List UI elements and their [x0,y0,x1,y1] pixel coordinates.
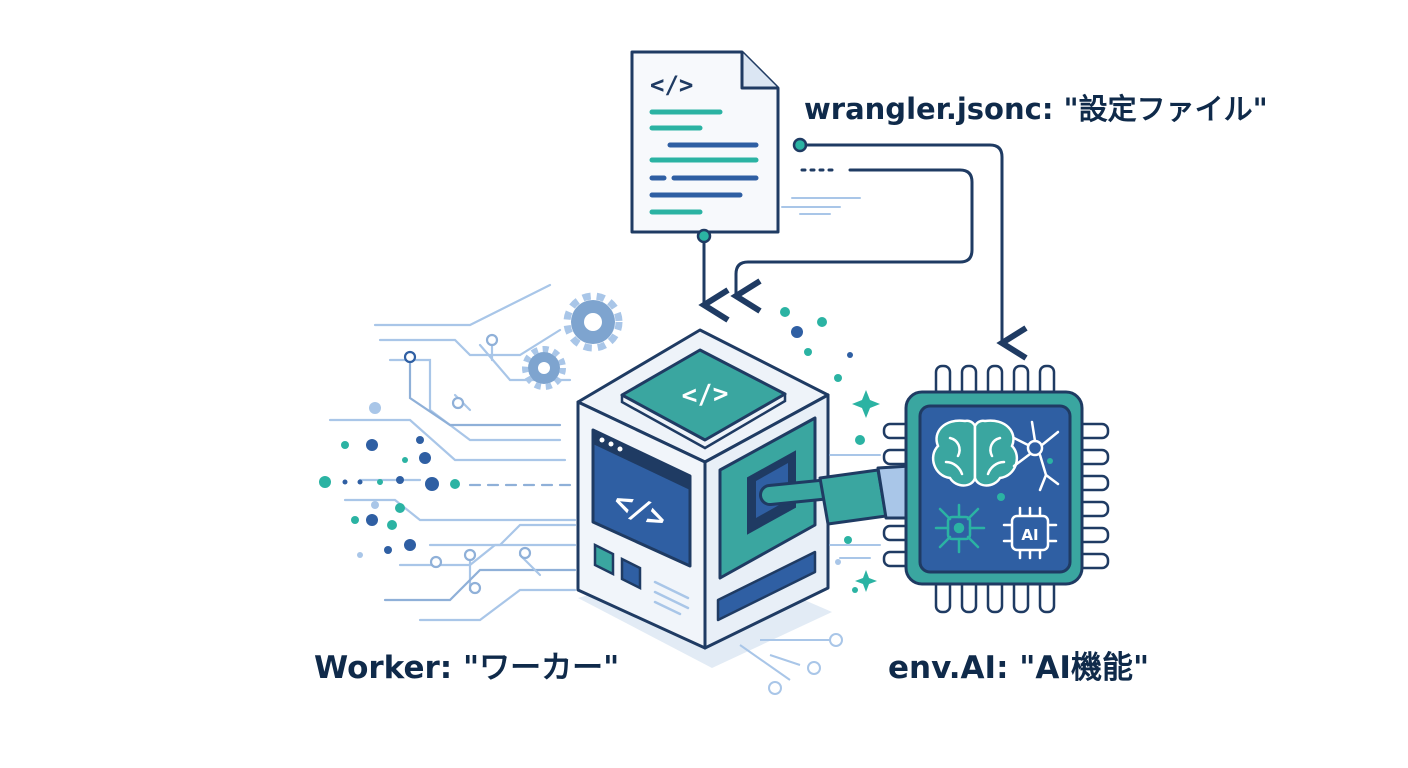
config-to-worker-arrow [696,228,730,323]
circuit-nodes [403,333,532,595]
gear-icon [522,346,566,390]
sparkle-icon [852,390,880,592]
data-dots [319,402,460,558]
config-file-label: wrangler.jsonc: "設定ファイル" [804,92,1268,126]
file-code-glyph: </> [650,71,693,99]
particle-dots [780,307,865,593]
circuit-traces [328,283,577,622]
ai-chip [882,364,1110,614]
brain-icon [931,419,1019,487]
worker-cube: </> </> [576,328,843,695]
config-to-ai-arrow [792,137,1028,361]
worker-label: Worker: "ワーカー" [314,650,620,686]
binding-arrow [730,168,974,314]
top-code-glyph: </> [681,379,729,411]
ai-chip-icon: AI [1002,506,1058,560]
gear-icon [563,292,623,352]
neuron-icon [997,420,1060,501]
circuit-icon [934,503,986,554]
ai-chip-text: AI [1021,526,1038,544]
file-code-icon: </> [630,50,861,234]
ai-binding-label: env.AI: "AI機能" [888,650,1150,686]
